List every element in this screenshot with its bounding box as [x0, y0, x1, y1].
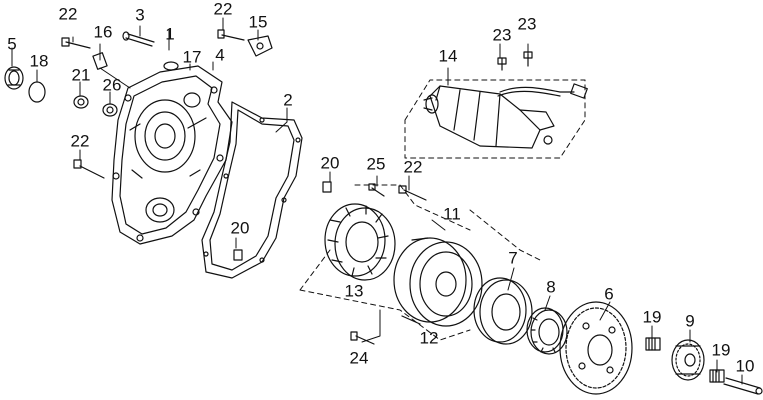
callout-23: 23	[492, 25, 512, 45]
callout-2: 2	[283, 90, 293, 110]
callout-12: 12	[419, 328, 439, 348]
callout-22: 22	[213, 0, 233, 19]
callout-26: 26	[102, 75, 122, 95]
callout-19: 19	[711, 340, 731, 360]
crankcase-cover	[111, 65, 233, 245]
callout-16: 16	[93, 22, 113, 42]
callout-20: 20	[230, 218, 250, 238]
callout-21: 21	[71, 65, 91, 85]
oil-cap-assembly	[4, 66, 46, 103]
callout-14: 14	[438, 46, 458, 66]
flywheel-rotor	[393, 237, 483, 327]
callout-22: 22	[403, 157, 423, 177]
callout-11: 11	[443, 204, 461, 224]
callout-19: 19	[642, 307, 662, 327]
callout-5: 5	[7, 34, 17, 54]
callout-22: 22	[58, 4, 78, 24]
callout-3: 3	[135, 5, 145, 25]
callout-22: 22	[70, 131, 90, 151]
one-way-bearing	[526, 307, 568, 355]
idle-shaft	[723, 377, 763, 395]
callout-6: 6	[604, 284, 614, 304]
starter-clutch	[473, 277, 533, 345]
callout-7: 7	[508, 248, 518, 268]
needle-bearings	[645, 337, 725, 383]
stator	[324, 203, 396, 281]
callout-1: 1	[165, 24, 175, 44]
callout-20: 20	[320, 153, 340, 173]
fasteners	[61, 29, 533, 345]
callout-25: 25	[366, 154, 386, 174]
callout-8: 8	[546, 277, 556, 297]
callout-17: 17	[182, 47, 202, 67]
driven-gear	[559, 301, 633, 395]
cover-gasket	[201, 101, 303, 279]
starter-motor	[423, 83, 588, 149]
idle-gear	[671, 339, 705, 381]
callout-15: 15	[248, 12, 268, 32]
callout-23: 23	[517, 14, 537, 34]
callout-4: 4	[215, 45, 225, 65]
callout-18: 18	[29, 51, 49, 71]
callout-10: 10	[735, 356, 755, 376]
callout-13: 13	[344, 281, 364, 301]
callout-24: 24	[349, 348, 369, 368]
callout-9: 9	[685, 311, 695, 331]
